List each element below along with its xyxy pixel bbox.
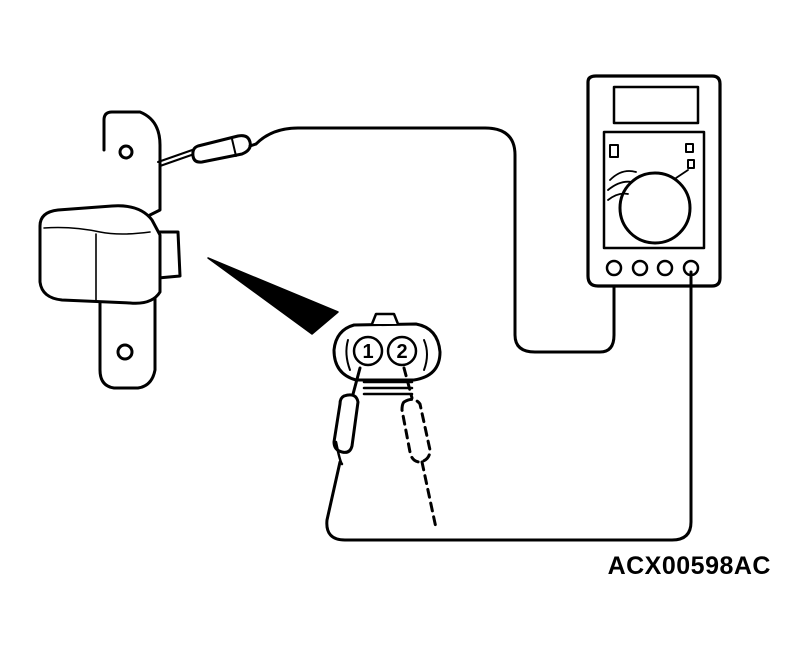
- test-probe-top: [191, 134, 258, 164]
- jack-2: [631, 259, 649, 277]
- test-lead-top: [254, 126, 616, 354]
- lower-mounting-hole: [116, 343, 134, 361]
- figure-reference-code: ACX00598AC: [607, 552, 771, 580]
- pin-2-label: 2: [396, 341, 407, 363]
- rotary-selector: [618, 171, 692, 245]
- connector-pin-2: [386, 335, 418, 367]
- connector-pin-1: [352, 335, 384, 367]
- sensor-component: [38, 110, 201, 390]
- multimeter-display: [612, 85, 700, 125]
- pin-1-label: 1: [362, 341, 373, 363]
- test-probe-pin-1: [332, 366, 362, 466]
- connector: [332, 312, 442, 396]
- jack-3: [656, 259, 674, 277]
- jack-com: [605, 259, 623, 277]
- detail-pointer: [207, 257, 339, 335]
- range-indicator: [609, 144, 619, 158]
- upper-mounting-hole: [118, 144, 134, 160]
- test-probe-pin-2-alternate: [400, 366, 438, 530]
- multimeter: [586, 74, 722, 288]
- test-lead-bottom: [325, 270, 693, 542]
